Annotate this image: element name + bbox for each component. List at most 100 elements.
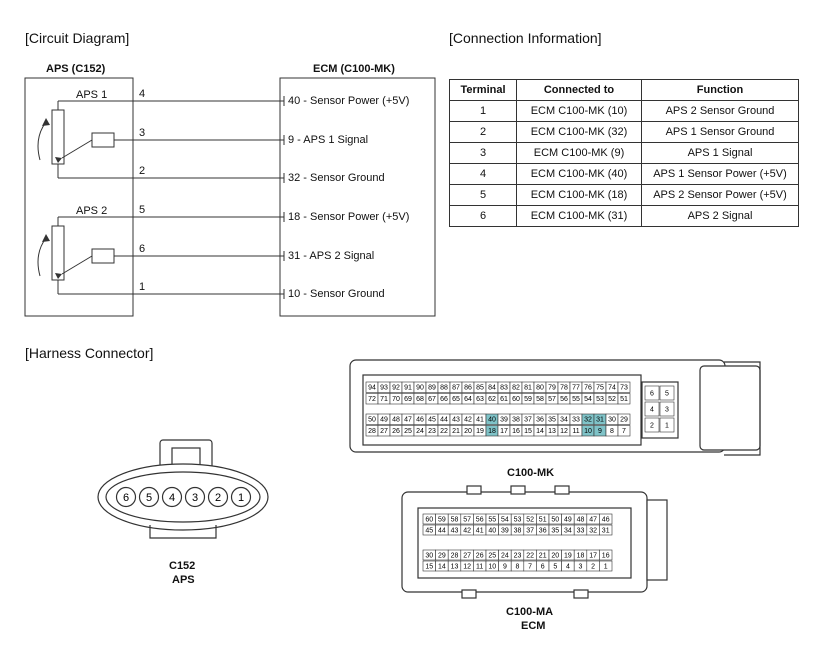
ma-pin-label: 40 <box>488 527 496 534</box>
c152-body <box>97 463 269 531</box>
ma-pin-label: 55 <box>488 516 496 523</box>
mk-pin-label: 34 <box>560 417 568 424</box>
aps-pin-1: 1 <box>139 281 146 293</box>
ma-pin-label: 59 <box>438 516 446 523</box>
aps-pin-6: 6 <box>139 243 146 255</box>
mk-pin-label: 53 <box>596 396 604 403</box>
ma-pin-cell <box>599 524 613 536</box>
mk-small-pin-label: 5 <box>665 390 669 397</box>
aps-pin-4: 4 <box>139 88 146 100</box>
col-function: Function <box>641 79 799 101</box>
mk-pin-cell <box>617 393 631 405</box>
ma-pin-label: 22 <box>526 552 534 559</box>
mk-pin-cell <box>617 381 631 393</box>
ma-pin-label: 16 <box>602 552 610 559</box>
mk-pin-label: 70 <box>392 396 400 403</box>
mk-pin-label: 8 <box>610 428 614 435</box>
mk-pin-label: 56 <box>560 396 568 403</box>
ma-pin-label: 51 <box>539 516 547 523</box>
mk-pin-label: 90 <box>416 385 424 392</box>
mk-label: C100-MK <box>507 467 555 479</box>
ma-pin-label: 47 <box>589 516 597 523</box>
ma-pin-label: 25 <box>488 552 496 559</box>
c152-pin <box>207 486 229 508</box>
mk-small-pin-cell <box>659 417 675 433</box>
mk-pin-label: 73 <box>620 385 628 392</box>
mk-pin-label: 94 <box>368 385 376 392</box>
mk-small-pin-label: 3 <box>665 406 669 413</box>
mk-pin-label: 11 <box>572 428 579 435</box>
mk-pin-label: 58 <box>536 396 544 403</box>
mk-pin-label: 16 <box>512 428 520 435</box>
ma-pin-label: 36 <box>539 527 547 534</box>
cell: ECM C100-MK (40) <box>516 163 642 185</box>
mk-pin-label: 64 <box>464 396 472 403</box>
mk-pin-label: 35 <box>548 417 556 424</box>
mk-pin-label: 22 <box>440 428 448 435</box>
ma-pin-label: 1 <box>604 563 608 570</box>
ma-pin-label: 28 <box>451 552 459 559</box>
aps-pin-2: 2 <box>139 165 146 177</box>
ecm-pin-9: 9 - APS 1 Signal <box>288 134 369 146</box>
c152-label: C152 <box>169 560 196 572</box>
mk-pin-label: 67 <box>428 396 436 403</box>
ma-pin-label: 42 <box>463 527 471 534</box>
cell: ECM C100-MK (31) <box>516 205 642 227</box>
mk-pin-label: 78 <box>560 385 568 392</box>
mk-pin-label: 38 <box>512 417 520 424</box>
ma-pin-label: 60 <box>425 516 433 523</box>
mk-pin-label: 30 <box>608 417 616 424</box>
c152-pin <box>138 486 160 508</box>
mk-pin-label: 23 <box>428 428 436 435</box>
ma-pin-label: 5 <box>553 563 557 570</box>
mk-pin-label: 12 <box>560 428 568 435</box>
mk-pin-label: 66 <box>440 396 448 403</box>
connection-info-title: [Connection Information] <box>449 30 602 46</box>
ma-pin-label: 52 <box>526 516 534 523</box>
mk-small-pin-cell <box>644 385 660 401</box>
mk-pin-label: 37 <box>524 417 532 424</box>
mk-pin-label: 42 <box>464 417 472 424</box>
ma-sub-label: ECM <box>521 620 546 632</box>
harness-connector-title: [Harness Connector] <box>25 345 154 361</box>
mk-pin-label: 77 <box>572 385 580 392</box>
mk-pin-label: 65 <box>452 396 460 403</box>
ma-pin-label: 45 <box>425 527 433 534</box>
ma-pin-label: 27 <box>463 552 471 559</box>
ma-pin-label: 30 <box>425 552 433 559</box>
ma-pin-label: 41 <box>476 527 484 534</box>
mk-pin-label: 63 <box>476 396 484 403</box>
mk-pin-label: 81 <box>524 385 532 392</box>
c152-pin-label: 1 <box>238 492 244 504</box>
mk-small-pin-cell <box>644 417 660 433</box>
c152-pin-label: 2 <box>215 492 221 504</box>
mk-pin-label: 86 <box>464 385 472 392</box>
c152-sub-label: APS <box>172 574 195 586</box>
mk-pin-label: 13 <box>548 428 556 435</box>
mk-pin-label: 79 <box>548 385 556 392</box>
cell: ECM C100-MK (10) <box>516 100 642 122</box>
ma-pin-label: 23 <box>514 552 522 559</box>
mk-pin-label: 62 <box>488 396 496 403</box>
ma-pin-label: 19 <box>564 552 572 559</box>
ma-pin-label: 2 <box>591 563 595 570</box>
ma-pin-cell <box>599 560 613 572</box>
mk-pin-label: 87 <box>452 385 460 392</box>
ma-pin-label: 53 <box>514 516 522 523</box>
mk-small-pin-label: 1 <box>665 422 669 429</box>
mk-pin-label: 60 <box>512 396 520 403</box>
mk-pin-label: 57 <box>548 396 556 403</box>
ecm-pin-10: 10 - Sensor Ground <box>288 288 385 300</box>
mk-pin-label: 41 <box>476 417 484 424</box>
mk-small-pin-label: 4 <box>650 406 654 413</box>
mk-pin-label: 46 <box>416 417 424 424</box>
circuit-diagram-title: [Circuit Diagram] <box>25 30 130 46</box>
cell: APS 2 Signal <box>641 205 799 227</box>
ma-pin-label: 48 <box>577 516 585 523</box>
c152-pin <box>161 486 183 508</box>
mk-pin-label: 40 <box>488 417 496 424</box>
ecm-pin-40: 40 - Sensor Power (+5V) <box>288 95 410 107</box>
